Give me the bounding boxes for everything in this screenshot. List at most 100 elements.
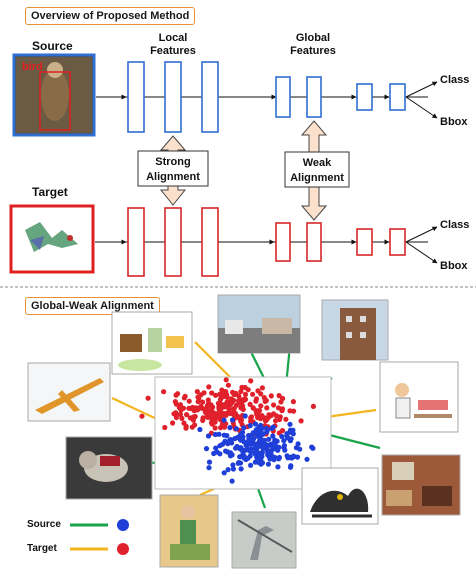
thumb-farmer [159,494,219,568]
scatter-dot [229,478,235,484]
scatter-dot [276,444,282,450]
target-layers [127,207,406,277]
scatter-dot [223,377,229,383]
scatter-dot [161,389,167,395]
scatter-points [139,377,316,484]
scatter-dot [248,378,254,384]
scatter-dot [273,413,279,419]
scatter-dot [225,382,231,388]
scatter-dot [290,427,296,433]
scatter-dot [263,425,269,431]
scatter-dot [253,398,259,404]
scatter-dot [246,448,253,454]
scatter-dot [173,392,179,398]
scatter-dot [273,418,279,424]
scatter-dot [304,456,310,462]
scatter-dot [205,397,211,403]
strong-line-1: Strong [155,156,190,168]
scatter-dot [268,393,274,399]
scatter-dot [210,404,216,410]
scatter-dot [173,414,179,421]
scatter-dot [238,466,244,472]
scatter-dot [186,405,192,411]
scatter-dot [258,403,264,409]
scatter-dot [276,454,282,461]
global-line-2: Features [290,45,336,57]
scatter-dot [224,433,230,439]
scatter-dot [277,414,283,420]
scatter-dot [211,450,217,457]
scatter-dot [215,414,221,420]
scatter-dot [310,445,316,451]
scatter-dot [247,453,253,459]
scatter-dot [287,421,293,427]
scatter-dot [226,406,232,412]
scatter-dot [184,412,190,418]
strong-alignment-arrow: Strong Alignment [137,135,209,206]
scatter-dot [260,431,266,437]
scatter-dot [205,433,212,439]
scatter-dot [145,395,151,401]
scatter-dot [283,416,289,422]
scatter-dot [206,465,212,471]
scatter-dot [270,433,276,439]
network-diagram: bird S [0,53,476,288]
scatter-dot [258,457,264,463]
scatter-dot [206,384,212,390]
thumb-dog [65,436,153,500]
global-line-1: Global [295,32,331,44]
scatter-dot [272,455,278,461]
scatter-dot [250,391,256,397]
scatter-dot [242,413,248,419]
scatter-dot [284,431,290,437]
scatter-dot [233,426,239,432]
scatter-dot [236,393,242,399]
thumb-street-1 [217,294,301,354]
scatter-dot [263,398,269,404]
scatter-dot [221,417,227,423]
scatter-dot [162,424,168,431]
scatter-dot [245,387,251,393]
scatter-dot [227,410,233,416]
scatter-dot [252,451,258,457]
source-label: Source [32,39,73,53]
scatter-dot [259,385,265,391]
alignment-scatter [27,294,461,569]
scatter-dot [242,391,249,397]
thumb-glider [27,362,111,422]
scatter-dot [279,433,285,440]
scatter-dot [230,462,236,468]
scatter-dot [241,425,247,431]
scatter-dot [266,436,272,442]
scatter-dot [276,393,282,399]
scatter-dot [243,442,249,448]
scatter-dot [223,448,229,454]
weak-line-2: Alignment [290,172,344,184]
scatter-dot [181,420,187,426]
scatter-dot [224,399,230,405]
scatter-dot [197,426,203,433]
scatter-dot [288,436,294,442]
scatter-dot [198,403,204,410]
scatter-dot [295,441,301,447]
scatter-dot [238,445,244,451]
scatter-dot [279,408,285,414]
scatter-dot [219,421,226,427]
scatter-dot [212,425,218,431]
scatter-dot [247,423,253,429]
thumb-nursery [111,311,193,375]
scatter-dot [177,411,183,417]
thumb-room [381,454,461,516]
scatter-dot [310,403,316,409]
scatter-dot [264,405,270,411]
scatter-dot [171,411,177,417]
scatter-dot [192,422,198,428]
scatter-dot [297,446,303,452]
scatter-dot [262,418,269,424]
scatter-dot [217,400,223,406]
scatter-dot [173,401,179,407]
legend-source-label: Source [27,519,61,530]
scatter-dot [282,447,288,453]
scatter-dot [238,397,244,403]
scatter-dot [170,420,176,426]
